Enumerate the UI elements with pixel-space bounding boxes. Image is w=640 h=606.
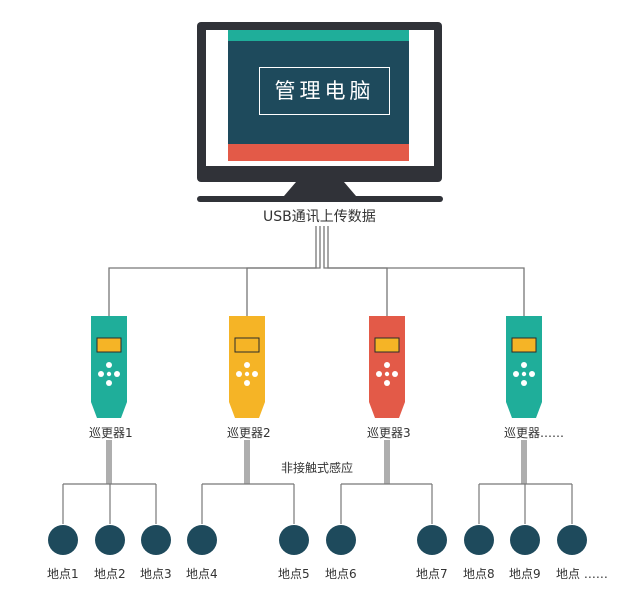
device-key: [521, 362, 527, 368]
device-screen: [96, 337, 122, 353]
checkpoint-1: [48, 525, 78, 555]
device-key: [252, 371, 258, 377]
device-label-1: 巡更器1: [89, 426, 133, 440]
device-key: [244, 380, 250, 386]
checkpoint-label-4: 地点4: [186, 567, 218, 581]
checkpoint-label-7: 地点7: [416, 567, 448, 581]
device-label-4: 巡更器……: [504, 426, 565, 440]
device-key: [392, 371, 398, 377]
device-key: [244, 362, 250, 368]
checkpoint-5: [279, 525, 309, 555]
device-key: [529, 371, 535, 377]
device-key: [384, 380, 390, 386]
checkpoint-10: [557, 525, 587, 555]
patrol-device-4: [506, 316, 542, 418]
device-key: [521, 371, 527, 377]
checkpoint-9: [510, 525, 540, 555]
device-key: [384, 371, 390, 377]
checkpoint-3: [141, 525, 171, 555]
checkpoint-4: [187, 525, 217, 555]
checkpoints: [48, 525, 587, 555]
trunk-line-1: [108, 226, 317, 316]
trunk-line-2: [246, 226, 321, 316]
checkpoint-label-2: 地点2: [94, 567, 126, 581]
device-key: [236, 371, 242, 377]
device-key: [106, 380, 112, 386]
screen-bottom-bar: [228, 144, 409, 161]
screen-main-panel: [228, 41, 409, 144]
sensing-caption: 非接触式感应: [281, 461, 354, 475]
checkpoint-label-1: 地点1: [47, 567, 79, 581]
checkpoint-6: [326, 525, 356, 555]
device-key: [106, 371, 112, 377]
upload-caption: USB通讯上传数据: [263, 209, 376, 225]
checkpoint-label-6: 地点6: [325, 567, 357, 581]
checkpoint-label-10: 地点 ……: [556, 567, 608, 581]
device-screen: [511, 337, 537, 353]
patrol-device-3: [369, 316, 405, 418]
checkpoint-label-5: 地点5: [278, 567, 310, 581]
monitor-neck: [284, 182, 356, 196]
device-label-3: 巡更器3: [367, 426, 411, 440]
monitor-base: [197, 196, 443, 202]
connection-lines: [62, 226, 573, 524]
patrol-devices: [91, 316, 542, 418]
device-label-2: 巡更器2: [227, 426, 271, 440]
device-key: [384, 362, 390, 368]
checkpoint-label-8: 地点8: [463, 567, 495, 581]
device-key: [521, 380, 527, 386]
checkpoint-8: [464, 525, 494, 555]
monitor: [197, 22, 443, 202]
checkpoint-label-3: 地点3: [140, 567, 172, 581]
screen-title: 管理电脑: [259, 67, 390, 115]
checkpoint-2: [95, 525, 125, 555]
device-screen: [374, 337, 400, 353]
trunk-line-4: [327, 226, 525, 316]
device-key: [244, 371, 250, 377]
device-key: [98, 371, 104, 377]
checkpoint-label-9: 地点9: [509, 567, 541, 581]
screen-top-bar: [228, 30, 409, 41]
device-screen: [234, 337, 260, 353]
trunk-line-3: [323, 226, 388, 316]
patrol-device-2: [229, 316, 265, 418]
device-key: [376, 371, 382, 377]
patrol-device-1: [91, 316, 127, 418]
device-key: [513, 371, 519, 377]
checkpoint-7: [417, 525, 447, 555]
device-key: [106, 362, 112, 368]
device-key: [114, 371, 120, 377]
